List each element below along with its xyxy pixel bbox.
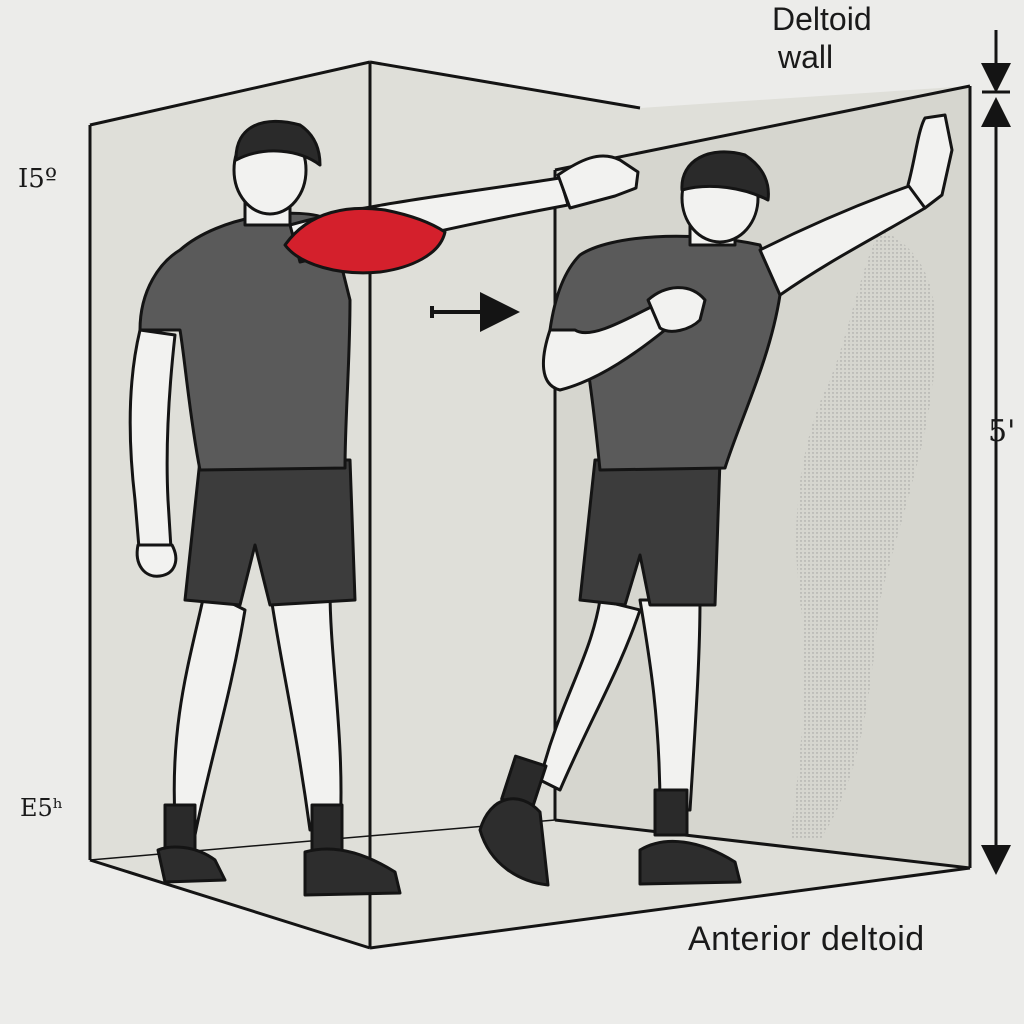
deltoid-highlight bbox=[283, 206, 447, 275]
left-top-measure: I5º bbox=[18, 164, 58, 194]
right-height-measure: 5' bbox=[988, 414, 1016, 449]
caption-anterior-deltoid: Anterior deltoid bbox=[688, 920, 925, 958]
wall-label-line1: Deltoid bbox=[772, 1, 872, 37]
figure-left bbox=[128, 119, 640, 897]
right-arrow-icon bbox=[430, 292, 520, 332]
right-figure-shorts bbox=[578, 458, 722, 607]
right-figure-hair bbox=[680, 150, 770, 202]
right-figure-leg-back bbox=[538, 598, 642, 792]
right-figure-hand-back bbox=[646, 286, 707, 333]
left-figure-hand-down bbox=[135, 543, 178, 578]
left-figure-hand-raised bbox=[556, 154, 640, 210]
wall-label-line2: wall bbox=[778, 39, 834, 75]
left-figure-shorts bbox=[183, 458, 357, 607]
wall-shadow bbox=[790, 230, 937, 840]
right-figure-shoe-front bbox=[638, 839, 742, 886]
right-figure-shoe-back bbox=[478, 797, 550, 887]
left-figure-arm-down bbox=[128, 328, 177, 567]
left-figure-hair bbox=[234, 119, 322, 167]
left-bottom-measure: E5ʰ bbox=[20, 794, 64, 822]
right-figure-hand-wall bbox=[906, 113, 954, 210]
dimension-arrow-icon bbox=[981, 30, 1011, 875]
left-figure-shoe-left bbox=[156, 845, 227, 884]
left-figure-shoe-right bbox=[303, 847, 402, 897]
right-figure-leg-front bbox=[638, 598, 702, 812]
right-figure-shirt bbox=[548, 234, 782, 472]
figure-right bbox=[478, 113, 954, 887]
right-figure-arm-back bbox=[541, 303, 667, 392]
